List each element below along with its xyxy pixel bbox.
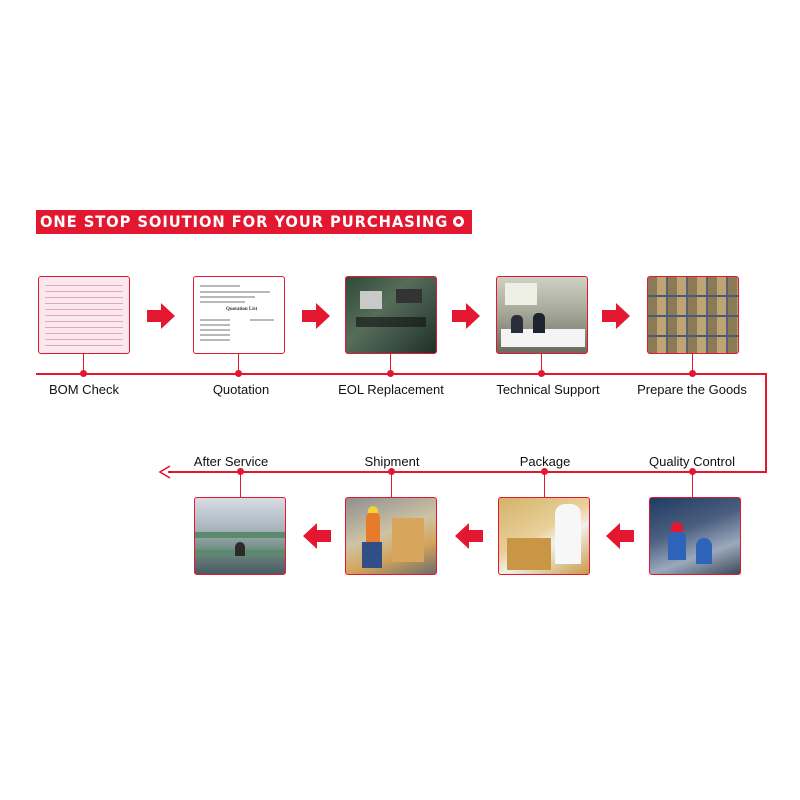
node-package — [541, 468, 548, 475]
node-eol — [387, 370, 394, 377]
stem-goods — [692, 354, 693, 373]
title-banner: ONE STOP SOIUTION FOR YOUR PURCHASING — [36, 210, 472, 234]
node-tech — [538, 370, 545, 377]
stem-qc — [692, 472, 693, 497]
arrow-right-icon — [452, 303, 480, 329]
stem-eol — [390, 354, 391, 373]
arrow-right-icon — [147, 303, 175, 329]
timeline-arrowhead-icon — [158, 465, 171, 479]
right-connector — [765, 373, 767, 472]
step-image-bom-check — [38, 276, 130, 354]
stem-bom — [83, 354, 84, 373]
stem-package — [544, 472, 545, 497]
bottom-timeline — [168, 471, 767, 473]
step-image-package — [498, 497, 590, 575]
step-label-prepare-goods: Prepare the Goods — [637, 382, 747, 397]
step-image-after-service — [194, 497, 286, 575]
step-image-prepare-goods — [647, 276, 739, 354]
arrow-right-icon — [602, 303, 630, 329]
node-quotation — [235, 370, 242, 377]
step-label-package: Package — [519, 454, 571, 469]
node-bom — [80, 370, 87, 377]
step-label-after-service: After Service — [193, 454, 269, 469]
step-image-shipment — [345, 497, 437, 575]
arrow-left-icon — [455, 523, 483, 549]
step-label-quality-control: Quality Control — [649, 454, 735, 469]
step-label-shipment: Shipment — [364, 454, 420, 469]
node-shipment — [388, 468, 395, 475]
step-image-eol-replacement — [345, 276, 437, 354]
arrow-right-icon — [302, 303, 330, 329]
quotation-heading: Quotation List — [226, 307, 258, 312]
step-label-quotation: Quotation — [212, 382, 270, 397]
node-qc — [689, 468, 696, 475]
step-label-technical-support: Technical Support — [496, 382, 600, 397]
step-image-technical-support — [496, 276, 588, 354]
node-goods — [689, 370, 696, 377]
arrow-left-icon — [303, 523, 331, 549]
stem-tech — [541, 354, 542, 373]
location-pin-icon — [453, 216, 464, 227]
stem-quotation — [238, 354, 239, 373]
step-label-eol-replacement: EOL Replacement — [338, 382, 444, 397]
top-timeline — [36, 373, 767, 375]
step-image-quotation: Quotation List — [193, 276, 285, 354]
stem-shipment — [391, 472, 392, 497]
node-after-service — [237, 468, 244, 475]
step-label-bom-check: BOM Check — [48, 382, 120, 397]
arrow-left-icon — [606, 523, 634, 549]
banner-title: ONE STOP SOIUTION FOR YOUR PURCHASING — [40, 212, 449, 231]
step-image-quality-control — [649, 497, 741, 575]
stem-after-service — [240, 472, 241, 497]
